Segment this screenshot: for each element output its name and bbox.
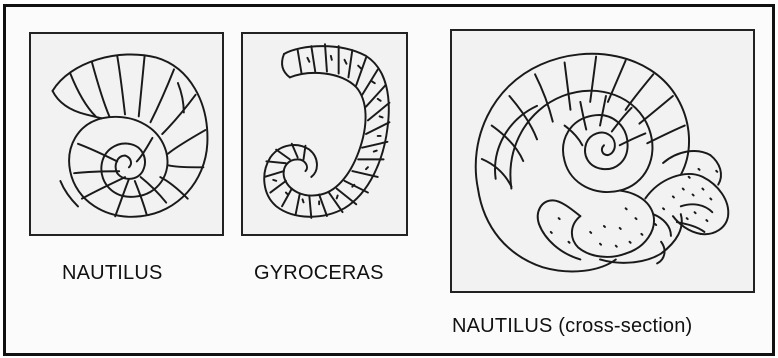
nautilus-caption: NAUTILUS (62, 262, 163, 285)
nautilus-cross-section-icon (452, 31, 753, 291)
nautilus-cross-section-panel (450, 29, 755, 293)
gyroceras-panel (241, 32, 408, 236)
nautilus-panel (29, 32, 224, 236)
gyroceras-caption: GYROCERAS (254, 262, 384, 285)
gyroceras-shell-icon (243, 34, 406, 234)
nautilus-cross-section-caption: NAUTILUS (cross-section) (452, 315, 692, 338)
nautilus-shell-icon (31, 34, 222, 234)
